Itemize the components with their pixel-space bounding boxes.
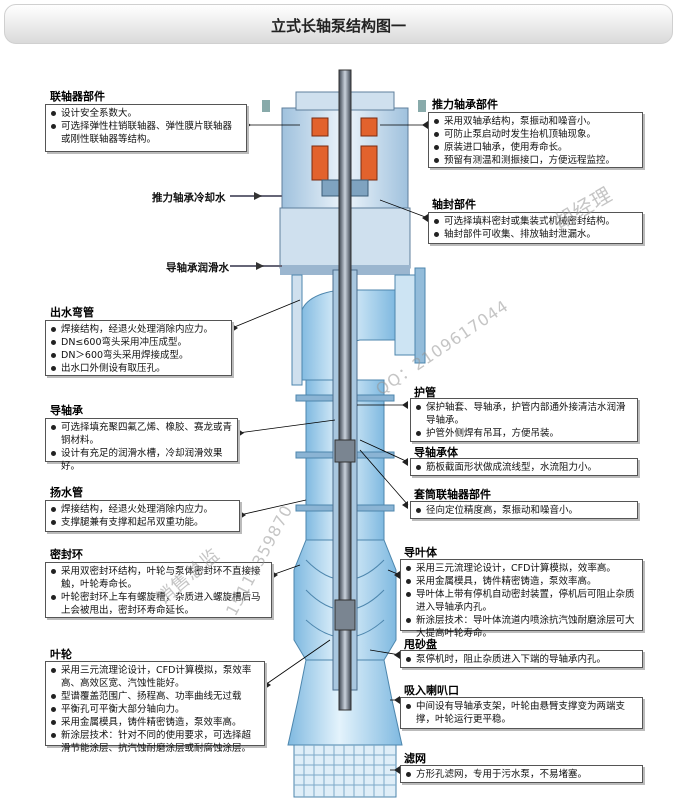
outlet-item: 出水口外侧设有取压孔。 (50, 362, 226, 375)
page-title: 立式长轴泵结构图一 (270, 17, 406, 35)
thrust-item: 采用双轴承结构，泵振动和噪音小。 (433, 115, 637, 128)
ring-item: 叶轮密封环上车有螺旋槽，杂质进入螺旋槽后马上会被甩出，密封环寿命延长。 (50, 591, 266, 617)
seal-item: 轴封部件可收集、排放轴封泄漏水。 (433, 228, 637, 241)
screen-title: 滤网 (404, 752, 426, 765)
vane-box: 采用三元流理论设计，CFD计算模拟，效率高。 采用金属模具，铸件精密铸造，泵效率… (400, 559, 643, 639)
impeller-item: 型谱覆盖范围广、扬程高、功率曲线无过载 (50, 690, 259, 703)
outlet-item: DN≤600弯头采用冲压成型。 (50, 336, 226, 349)
lift-item: 支撑腿兼有支撑和起吊双重功能。 (50, 516, 234, 529)
thrust-bearing (311, 117, 378, 197)
guide-box: 可选择填充聚四氟乙烯、橡胶、赛龙或青铜材料。 设计有充足的润滑水槽，冷却润滑效果… (45, 418, 238, 472)
impeller-item: 采用三元流理论设计，CFD计算模拟，泵效率高、高效区宽、汽蚀性能好。 (50, 664, 259, 690)
suction-item: 中间设有导轴承支架，叶轮由悬臂支撑变为两端支撑，叶轮运行更平稳。 (405, 700, 637, 726)
bearingbody-item: 筋板截面形状做成流线型，水流阻力小。 (415, 461, 632, 474)
vane-title: 导叶体 (404, 546, 437, 559)
lift-item: 焊接结构，经退火处理消除内应力。 (50, 503, 234, 516)
seal-title: 轴封部件 (432, 198, 476, 211)
screen-box: 方形孔滤网，专用于污水泵，不易堵塞。 (400, 765, 643, 783)
guide-item: 设计有充足的润滑水槽，冷却润滑效果好。 (50, 447, 232, 473)
coupling-item: 设计安全系数大。 (50, 107, 241, 120)
vane-item: 导叶体上带有停机自动密封装置，停机后可阻止杂质进入导轴承内孔。 (405, 588, 637, 614)
coupling-item: 可选择弹性柱销联轴器、弹性膜片联轴器或刚性联轴器等结构。 (50, 120, 241, 146)
lift-box: 焊接结构，经退火处理消除内应力。 支撑腿兼有支撑和起吊双重功能。 (45, 500, 240, 532)
coupling-box: 设计安全系数大。 可选择弹性柱销联轴器、弹性膜片联轴器或刚性联轴器等结构。 (45, 104, 247, 152)
protect-item: 护管外侧焊有吊耳，方便吊装。 (415, 427, 632, 440)
lube-water-label: 导轴承润滑水 (166, 262, 229, 274)
suction-box: 中间设有导轴承支架，叶轮由悬臂支撑变为两端支撑，叶轮运行更平稳。 (400, 697, 643, 729)
sand-box: 泵停机时，阻止杂质进入下端的导轴承内孔。 (400, 650, 643, 668)
thrust-title: 推力轴承部件 (432, 98, 498, 111)
sand-item: 泵停机时，阻止杂质进入下端的导轴承内孔。 (405, 653, 637, 666)
impeller-title: 叶轮 (50, 648, 72, 661)
outlet-box: 焊接结构，经退火处理消除内应力。 DN≤600弯头采用冲压成型。 DN＞600弯… (45, 320, 232, 376)
vane-item: 采用三元流理论设计，CFD计算模拟，效率高。 (405, 562, 637, 575)
guide-item: 可选择填充聚四氟乙烯、橡胶、赛龙或青铜材料。 (50, 421, 232, 447)
impeller-item: 采用金属模具，铸件精密铸造，泵效率高。 (50, 716, 259, 729)
sleeve-item: 径向定位精度高，泵振动和噪音小。 (415, 504, 632, 517)
ring-item: 采用双密封环结构，叶轮与泵体密封环不直接接触，叶轮寿命长。 (50, 565, 266, 591)
ring-title: 密封环 (50, 548, 83, 561)
protect-title: 护管 (414, 386, 436, 399)
lift-title: 扬水管 (50, 486, 83, 499)
coupling-title: 联轴器部件 (50, 90, 105, 103)
guide-title: 导轴承 (50, 404, 83, 417)
vane-item: 采用金属模具，铸件精密铸造，泵效率高。 (405, 575, 637, 588)
outlet-title: 出水弯管 (50, 306, 94, 319)
thrust-item: 预留有测温和测振接口，方便远程监控。 (433, 154, 637, 167)
outlet-item: DN＞600弯头采用焊接成型。 (50, 349, 226, 362)
sleeve-box: 径向定位精度高，泵振动和噪音小。 (410, 501, 638, 519)
impeller-item: 平衡孔可平衡大部分轴向力。 (50, 703, 259, 716)
ring-box: 采用双密封环结构，叶轮与泵体密封环不直接接触，叶轮寿命长。 叶轮密封环上车有螺旋… (45, 562, 272, 618)
thrust-item: 可防止泵启动时发生抬机顶轴现象。 (433, 128, 637, 141)
title-banner: 立式长轴泵结构图一 (4, 4, 673, 44)
seal-item: 可选择填料密封或集装式机械密封结构。 (433, 215, 637, 228)
bearingbody-box: 筋板截面形状做成流线型，水流阻力小。 (410, 458, 638, 476)
outlet-item: 焊接结构，经退火处理消除内应力。 (50, 323, 226, 336)
sleeve-title: 套筒联轴器部件 (414, 488, 491, 501)
motor-frame (262, 91, 426, 275)
suction-title: 吸入喇叭口 (404, 684, 459, 697)
thrust-box: 采用双轴承结构，泵振动和噪音小。 可防止泵启动时发生抬机顶轴现象。 原装进口轴承… (428, 112, 643, 168)
cooling-water-label: 推力轴承冷却水 (152, 192, 226, 204)
seal-box: 可选择填料密封或集装式机械密封结构。 轴封部件可收集、排放轴封泄漏水。 (428, 212, 643, 244)
sand-title: 甩砂盘 (404, 638, 437, 651)
impeller-box: 采用三元流理论设计，CFD计算模拟，泵效率高、高效区宽、汽蚀性能好。 型谱覆盖范… (45, 661, 265, 754)
cooling-pipe (230, 192, 282, 270)
thrust-item: 原装进口轴承，使用寿命长。 (433, 141, 637, 154)
protect-item: 保护轴套、导轴承，护管内部通外接清洁水润滑导轴承。 (415, 401, 632, 427)
bearingbody-title: 导轴承体 (414, 446, 458, 459)
impeller-item: 新涂层技术：针对不同的使用要求，可选择超滑节能涂层、抗汽蚀耐磨涂层或耐腐蚀涂层。 (50, 729, 259, 755)
screen-item: 方形孔滤网，专用于污水泵，不易堵塞。 (405, 768, 637, 781)
pump-shaft (338, 69, 352, 711)
strainer (293, 744, 397, 798)
protect-box: 保护轴套、导轴承，护管内部通外接清洁水润滑导轴承。 护管外侧焊有吊耳，方便吊装。 (410, 398, 638, 442)
vane-item: 新涂层技术：导叶体流道内喷涂抗汽蚀耐磨涂层可大大提高叶轮寿命。 (405, 614, 637, 640)
